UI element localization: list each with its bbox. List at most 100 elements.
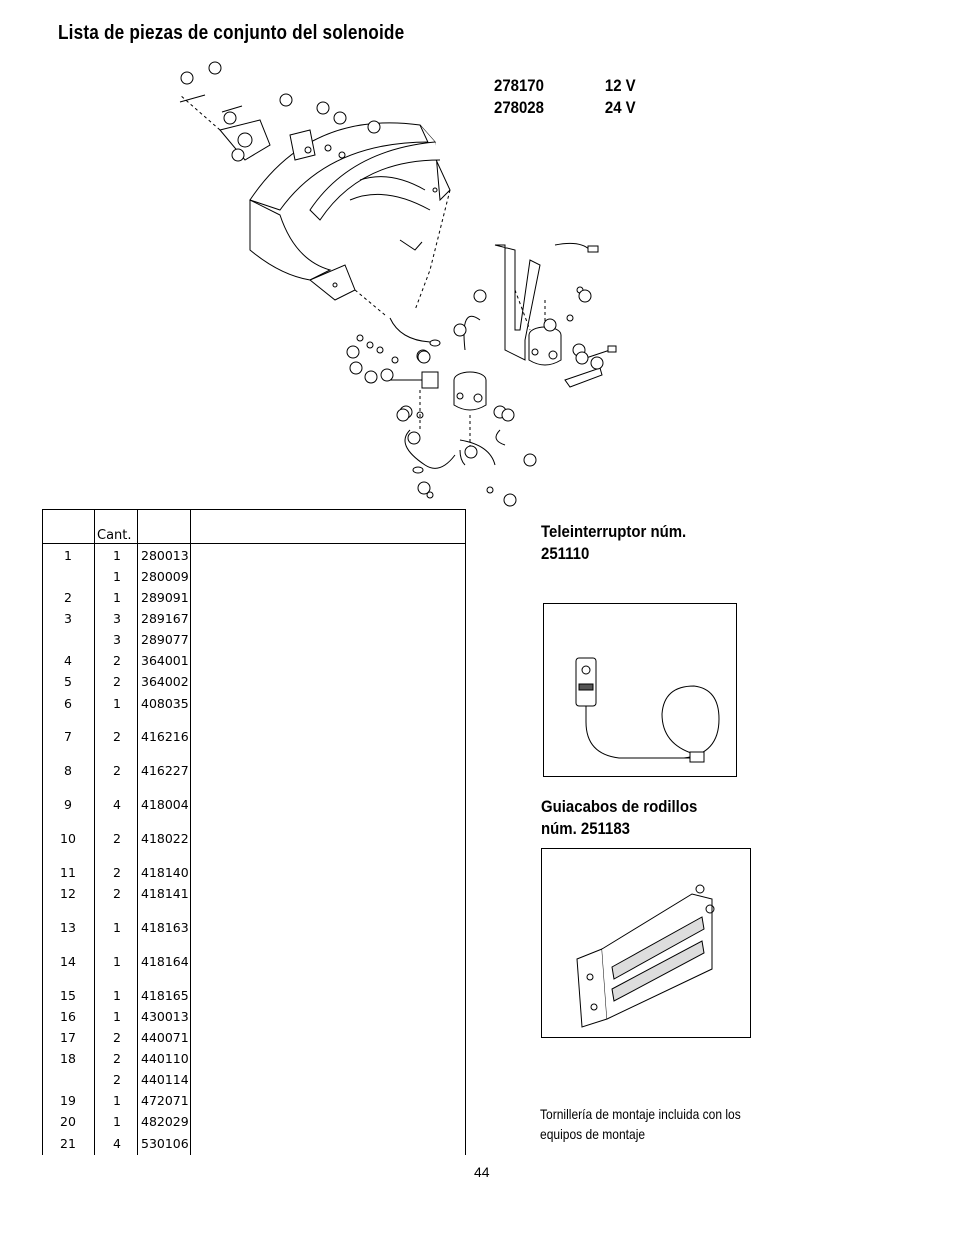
table-cell-qty: 1 (113, 1114, 121, 1129)
table-cell-part: 440114 (141, 1072, 189, 1087)
table-cell-qty: 1 (113, 1093, 121, 1108)
table-cell-qty: 2 (113, 1072, 121, 1087)
remote-button-icon (581, 665, 591, 675)
table-cell-qty: 2 (113, 831, 121, 846)
table-cell-item: 6 (64, 696, 72, 711)
model-voltage: 12 V (604, 76, 636, 95)
remote-label (578, 683, 594, 691)
table-cell-qty: 1 (113, 696, 121, 711)
solenoid-upper (528, 326, 617, 388)
table-cell-qty: 2 (113, 763, 121, 778)
table-cell-item: 16 (60, 1009, 76, 1024)
roller-fairlead-title: Guiacabos de rodillos (541, 797, 698, 816)
table-cell-part: 418163 (141, 920, 189, 935)
table-cell-item: 8 (64, 763, 72, 778)
table-cell-item: 10 (60, 831, 76, 846)
table-cell-qty: 1 (113, 988, 121, 1003)
table-cell-item: 3 (64, 611, 72, 626)
table-cell-item: 15 (60, 988, 76, 1003)
roller-fairlead-number: núm. 251183 (541, 819, 630, 838)
fairlead-end-plate (576, 948, 608, 1028)
remote-switch-image (543, 603, 737, 777)
table-cell-qty: 4 (113, 1136, 121, 1151)
remote-cable (585, 685, 720, 759)
table-cell-item: 21 (60, 1136, 76, 1151)
table-cell-qty: 3 (113, 611, 121, 626)
table-cell-qty: 2 (113, 886, 121, 901)
table-cell-qty: 2 (113, 865, 121, 880)
table-cell-part: 364001 (141, 653, 189, 668)
table-cell-part: 289077 (141, 632, 189, 647)
table-cell-qty: 2 (113, 1030, 121, 1045)
model-row: 278028 24 V (494, 98, 636, 120)
qty-column-header: Cant. (97, 528, 132, 543)
table-cell-item: 11 (60, 865, 76, 880)
model-code: 278170 (494, 76, 544, 95)
table-cell-item: 9 (64, 797, 72, 812)
cables (389, 315, 506, 474)
table-cell-qty: 3 (113, 632, 121, 647)
table-cell-part: 418165 (141, 988, 189, 1003)
table-cell-part: 472071 (141, 1093, 189, 1108)
table-cell-qty: 1 (113, 920, 121, 935)
solenoid-lower (390, 371, 487, 411)
table-cell-part: 418140 (141, 865, 189, 880)
table-cell-part: 280009 (141, 569, 189, 584)
table-header (42, 509, 466, 544)
table-cell-part: 418141 (141, 886, 189, 901)
model-row: 278170 12 V (494, 76, 636, 98)
remote-switch-heading: Teleinterruptor núm. 251110 (541, 521, 686, 565)
remote-switch-number: 251110 (541, 544, 590, 563)
table-cell-part: 364002 (141, 674, 189, 689)
table-cell-part: 289091 (141, 590, 189, 605)
note-line: Tornillería de montaje incluida con los (540, 1106, 741, 1122)
callout-circles (180, 61, 604, 507)
table-divider (137, 509, 138, 1155)
table-cell-item: 13 (60, 920, 76, 935)
table-cell-part: 430013 (141, 1009, 189, 1024)
table-cell-qty: 1 (113, 569, 121, 584)
fairlead-roller (611, 916, 705, 980)
table-cell-qty: 1 (113, 954, 121, 969)
table-cell-item: 18 (60, 1051, 76, 1066)
table-border-left (42, 509, 43, 1155)
table-cell-part: 418004 (141, 797, 189, 812)
table-cell-qty: 2 (113, 653, 121, 668)
table-cell-item: 14 (60, 954, 76, 969)
table-cell-item: 20 (60, 1114, 76, 1129)
table-cell-item: 1 (64, 548, 72, 563)
table-cell-part: 289167 (141, 611, 189, 626)
solenoid-assembly-diagram (179, 61, 617, 507)
table-cell-item: 12 (60, 886, 76, 901)
model-code: 278028 (494, 98, 544, 117)
table-cell-part: 482029 (141, 1114, 189, 1129)
table-cell-item: 17 (60, 1030, 76, 1045)
remote-handle (575, 657, 597, 707)
table-cell-item: 5 (64, 674, 72, 689)
page-title: Lista de piezas de conjunto del solenoid… (58, 22, 405, 44)
page-number: 44 (474, 1164, 490, 1180)
roller-fairlead-image (541, 848, 751, 1038)
table-border-right (465, 509, 466, 1155)
table-cell-qty: 2 (113, 674, 121, 689)
table-cell-item: 19 (60, 1093, 76, 1108)
remote-switch-title: Teleinterruptor núm. (541, 522, 687, 541)
table-cell-part: 418164 (141, 954, 189, 969)
table-cell-qty: 1 (113, 548, 121, 563)
table-cell-part: 280013 (141, 548, 189, 563)
table-divider (190, 509, 191, 1155)
bracket (494, 242, 599, 361)
model-voltage: 24 V (604, 98, 636, 117)
table-cell-part: 440110 (141, 1051, 189, 1066)
housing-cover (249, 122, 451, 301)
roller-fairlead-heading: Guiacabos de rodillos núm. 251183 (541, 796, 697, 840)
mounting-note: Tornillería de montaje incluida con los … (540, 1104, 741, 1144)
table-cell-qty: 2 (113, 1051, 121, 1066)
note-line: equipos de montaje (540, 1126, 646, 1142)
table-cell-qty: 1 (113, 1009, 121, 1024)
table-cell-part: 418022 (141, 831, 189, 846)
table-cell-item: 4 (64, 653, 72, 668)
table-cell-part: 416216 (141, 729, 189, 744)
table-cell-part: 416227 (141, 763, 189, 778)
